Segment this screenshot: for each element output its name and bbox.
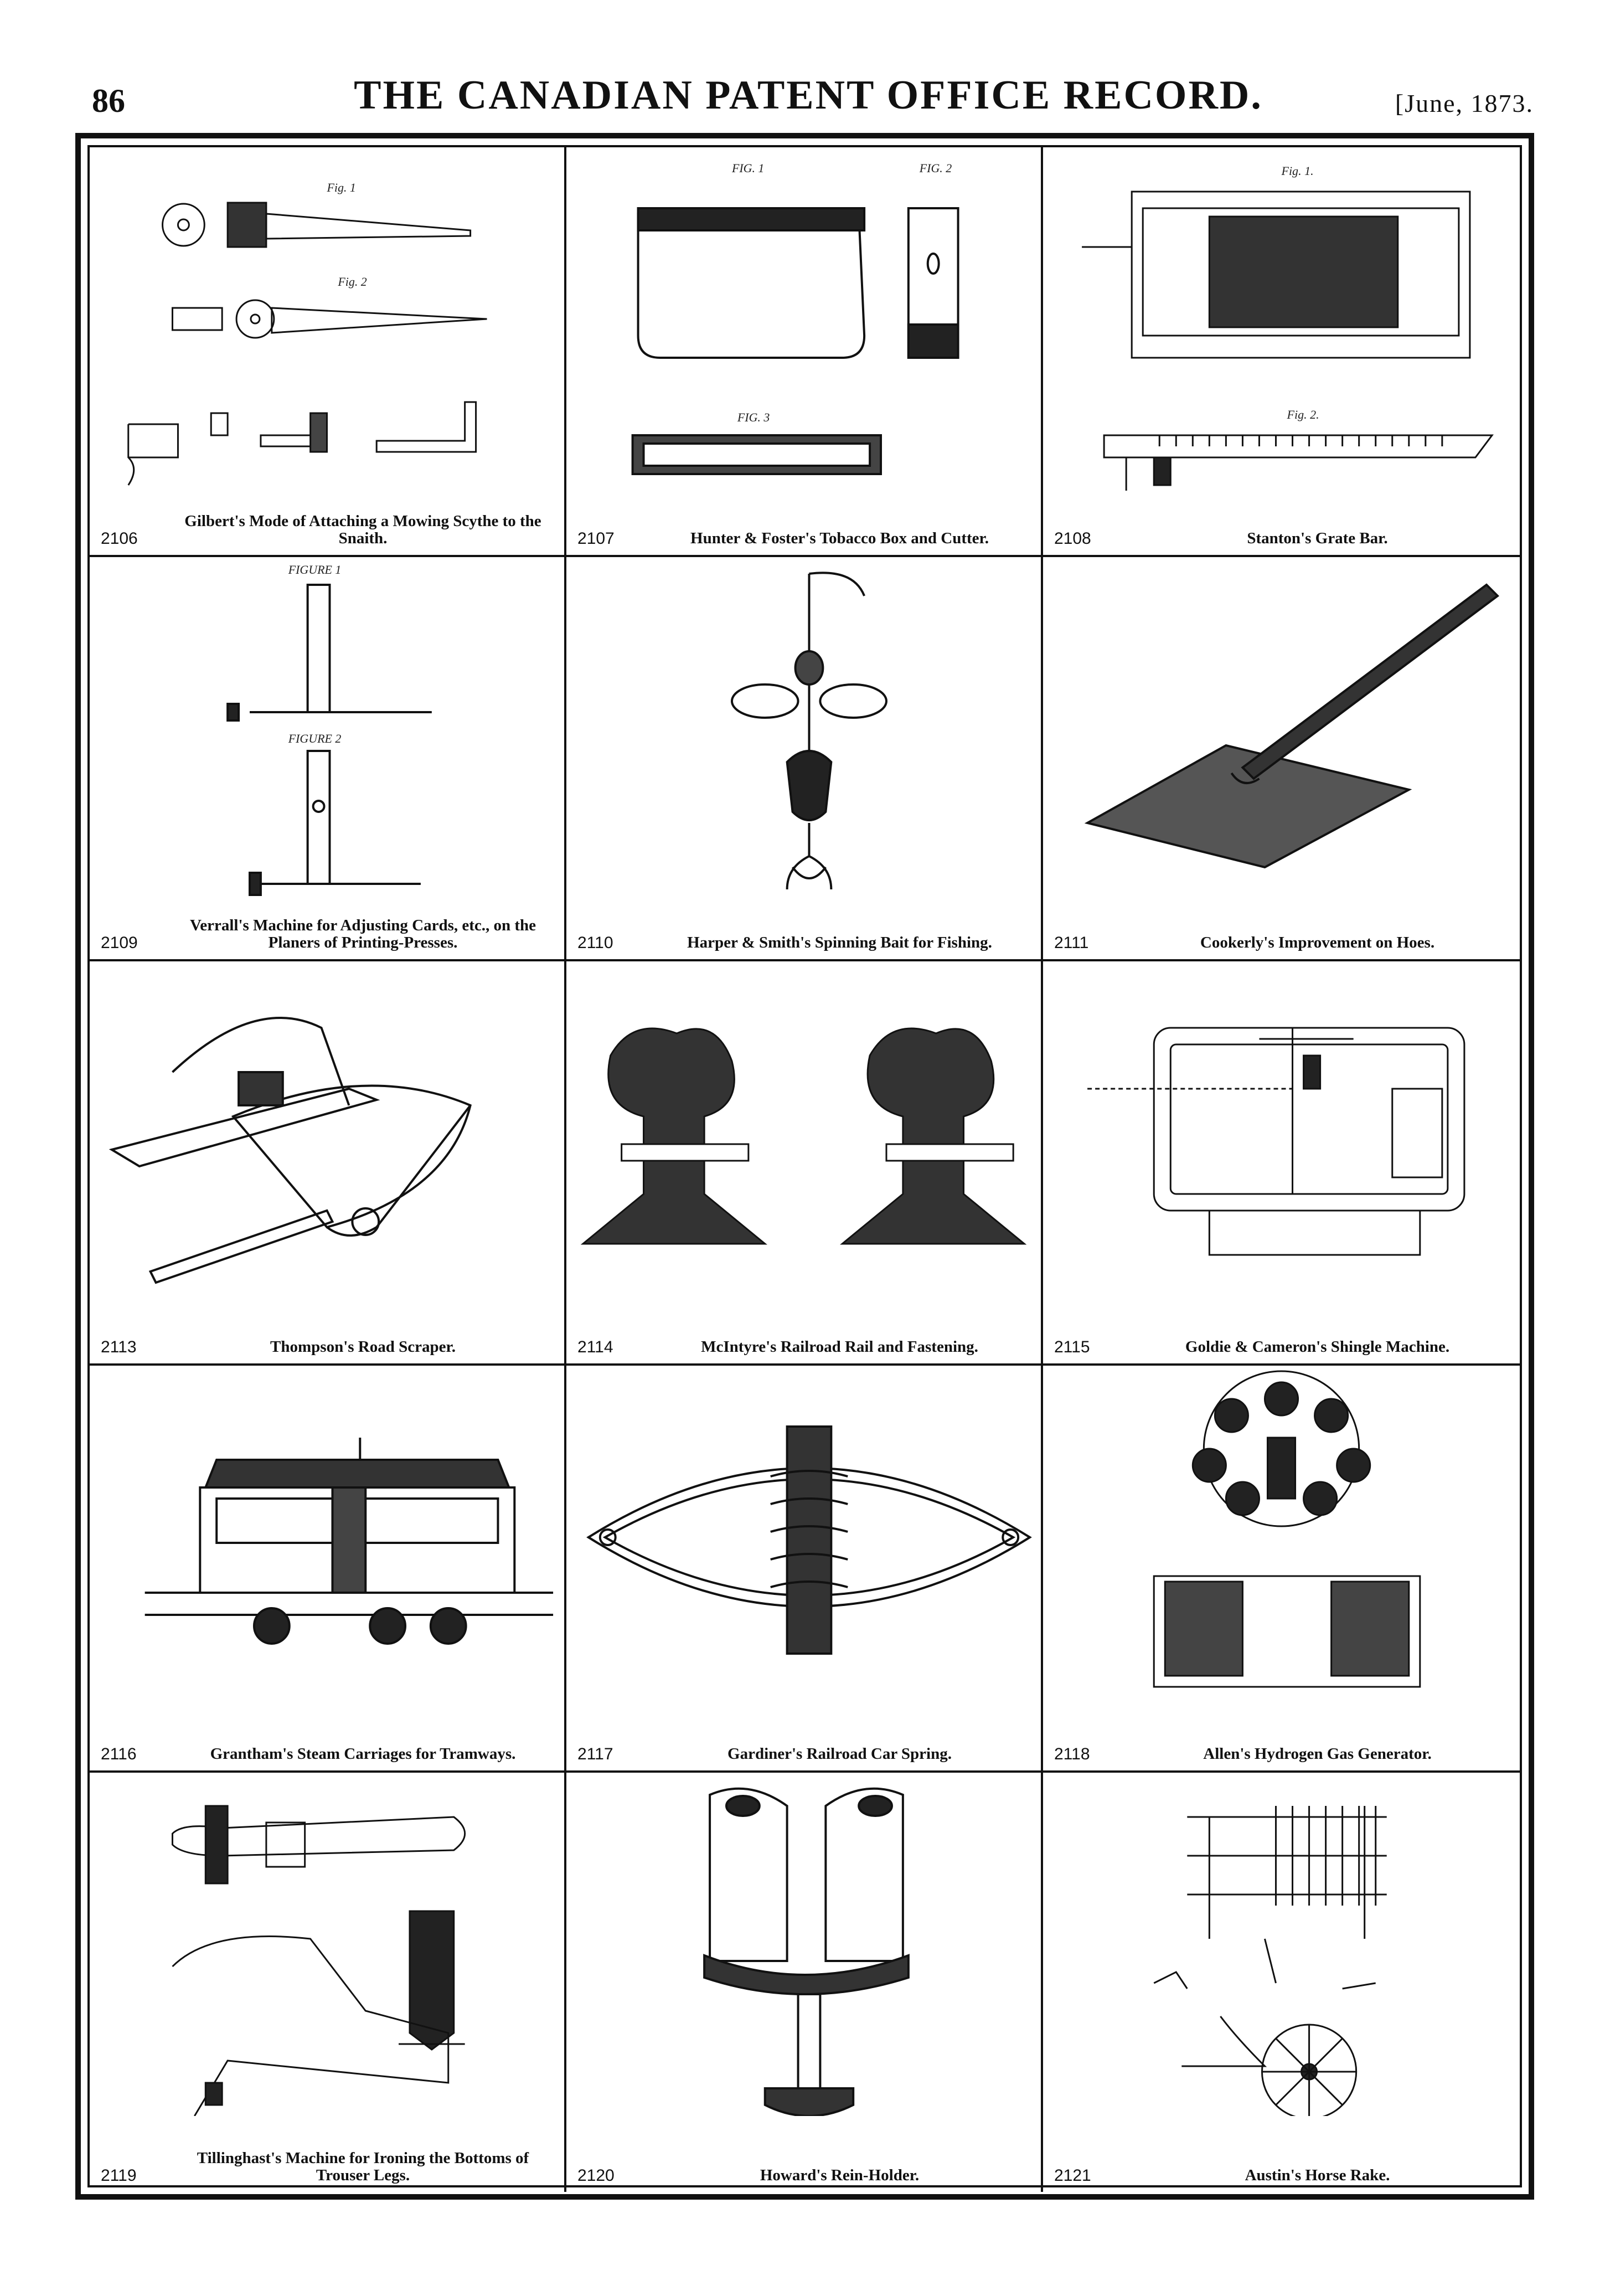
journal-title: THE CANADIAN PATENT OFFICE RECORD. — [354, 73, 1263, 118]
fig-label: Fig. 1. — [1281, 164, 1313, 178]
patent-cell-2120: 2120 Howard's Rein-Holder. — [566, 1773, 1043, 2192]
patent-number: 2114 — [577, 1338, 613, 1356]
patent-number: 2113 — [101, 1338, 137, 1356]
steam-carriage-drawing — [90, 1366, 564, 1709]
fig-label: FIG. 2 — [919, 161, 952, 175]
patent-title: Grantham's Steam Carriages for Tramways. — [210, 1745, 516, 1763]
grate-bar-drawing: Fig. 1. Fig. 2. — [1043, 147, 1520, 491]
plate-frame: Fig. 1 Fig. 2 2106 Gilbert's Mode of Att… — [75, 133, 1534, 2200]
patent-number: 2115 — [1054, 1338, 1090, 1356]
patent-number: 2119 — [101, 2166, 137, 2185]
patent-caption: 2110 Harper & Smith's Spinning Bait for … — [577, 903, 1030, 952]
patent-caption: 2113 Thompson's Road Scraper. — [101, 1307, 553, 1356]
patent-caption: 2118 Allen's Hydrogen Gas Generator. — [1054, 1714, 1509, 1763]
trouser-iron-drawing — [90, 1773, 564, 2117]
patent-number: 2108 — [1054, 529, 1091, 548]
horse-rake-drawing — [1043, 1773, 1520, 2120]
tobacco-box-drawing: FIG. 1 FIG. 2 FIG. 3 — [566, 147, 1041, 491]
patent-title: Howard's Rein-Holder. — [760, 2166, 920, 2184]
patent-title: Stanton's Grate Bar. — [1247, 529, 1388, 547]
card-planer-drawing: FIGURE 1 FIGURE 2 — [90, 557, 564, 900]
patent-title: Harper & Smith's Spinning Bait for Fishi… — [687, 934, 992, 951]
patent-title: Hunter & Foster's Tobacco Box and Cutter… — [690, 529, 989, 547]
gas-generator-drawing — [1043, 1366, 1520, 1709]
patent-cell-2117: 2117 Gardiner's Railroad Car Spring. — [566, 1366, 1043, 1773]
svg-text:Fig. 1: Fig. 1 — [327, 181, 356, 194]
patent-title: Verrall's Machine for Adjusting Cards, e… — [189, 917, 536, 951]
patent-cell-2106: Fig. 1 Fig. 2 2106 Gilbert's Mode of Att… — [90, 147, 566, 557]
fig-label: FIGURE 1 — [288, 563, 342, 576]
patent-cell-2114: 2114 McIntyre's Railroad Rail and Fasten… — [566, 961, 1043, 1366]
patent-title: Gilbert's Mode of Attaching a Mowing Scy… — [184, 512, 541, 547]
patent-title: Goldie & Cameron's Shingle Machine. — [1185, 1338, 1450, 1356]
patent-cell-2111: 2111 Cookerly's Improvement on Hoes. — [1043, 557, 1520, 961]
patent-number: 2110 — [577, 934, 613, 952]
patent-title: McIntyre's Railroad Rail and Fastening. — [701, 1338, 978, 1356]
patent-caption: 2108 Stanton's Grate Bar. — [1054, 498, 1509, 548]
patent-number: 2107 — [577, 529, 615, 548]
railroad-rail-drawing — [566, 961, 1041, 1305]
patent-cell-2119: 2119 Tillinghast's Machine for Ironing t… — [90, 1773, 566, 2192]
hoe-drawing — [1043, 557, 1520, 900]
rein-holder-drawing — [566, 1773, 1041, 2117]
patent-cell-2109: FIGURE 1 FIGURE 2 2109 Verrall's Machine… — [90, 557, 566, 961]
patent-cell-2118: 2118 Allen's Hydrogen Gas Generator. — [1043, 1366, 1520, 1773]
patent-caption: 2115 Goldie & Cameron's Shingle Machine. — [1054, 1307, 1509, 1356]
patent-cell-2107: FIG. 1 FIG. 2 FIG. 3 2107 Hunter & Foste… — [566, 147, 1043, 557]
patent-caption: 2107 Hunter & Foster's Tobacco Box and C… — [577, 498, 1030, 548]
patent-caption: 2117 Gardiner's Railroad Car Spring. — [577, 1714, 1030, 1763]
patent-title: Allen's Hydrogen Gas Generator. — [1203, 1745, 1432, 1763]
page-number: 86 — [92, 83, 125, 119]
patent-title: Tillinghast's Machine for Ironing the Bo… — [197, 2149, 529, 2184]
patent-caption: 2106 Gilbert's Mode of Attaching a Mowin… — [101, 498, 553, 548]
road-scraper-drawing — [90, 961, 564, 1305]
fig-label: FIGURE 2 — [288, 732, 342, 745]
patent-cell-2108: Fig. 1. Fig. 2. 2108 Stanton's Grate Bar… — [1043, 147, 1520, 557]
patent-number: 2111 — [1054, 934, 1089, 952]
patent-caption: 2120 Howard's Rein-Holder. — [577, 2135, 1030, 2185]
fig-label: FIG. 1 — [731, 161, 764, 175]
shingle-machine-drawing — [1043, 961, 1520, 1305]
patent-caption: 2121 Austin's Horse Rake. — [1054, 2135, 1509, 2185]
patent-title: Gardiner's Railroad Car Spring. — [727, 1745, 952, 1763]
car-spring-drawing — [566, 1366, 1041, 1709]
patent-number: 2106 — [101, 529, 138, 548]
patent-caption: 2119 Tillinghast's Machine for Ironing t… — [101, 2135, 553, 2185]
page-header: 86 THE CANADIAN PATENT OFFICE RECORD. [J… — [83, 72, 1534, 133]
patent-number: 2116 — [101, 1745, 137, 1763]
patent-caption: 2111 Cookerly's Improvement on Hoes. — [1054, 903, 1509, 952]
patent-number: 2109 — [101, 934, 138, 952]
spinning-bait-drawing — [566, 557, 1041, 900]
patent-cell-2113: 2113 Thompson's Road Scraper. — [90, 961, 566, 1366]
patent-caption: 2116 Grantham's Steam Carriages for Tram… — [101, 1714, 553, 1763]
patent-caption: 2109 Verrall's Machine for Adjusting Car… — [101, 903, 553, 952]
patent-grid: Fig. 1 Fig. 2 2106 Gilbert's Mode of Att… — [90, 147, 1520, 2192]
patent-number: 2117 — [577, 1745, 613, 1763]
patent-cell-2121: 2121 Austin's Horse Rake. — [1043, 1773, 1520, 2192]
patent-cell-2115: 2115 Goldie & Cameron's Shingle Machine. — [1043, 961, 1520, 1366]
patent-title: Thompson's Road Scraper. — [270, 1338, 456, 1356]
patent-number: 2118 — [1054, 1745, 1090, 1763]
scythe-drawing: Fig. 1 Fig. 2 — [90, 147, 564, 491]
patent-cell-2116: 2116 Grantham's Steam Carriages for Tram… — [90, 1366, 566, 1773]
patent-number: 2120 — [577, 2166, 615, 2185]
issue-date: [June, 1873. — [1395, 89, 1534, 117]
plate-frame-inner: Fig. 1 Fig. 2 2106 Gilbert's Mode of Att… — [87, 145, 1522, 2192]
fig-label: Fig. 2. — [1287, 408, 1319, 421]
patent-title: Austin's Horse Rake. — [1245, 2166, 1390, 2184]
patent-caption: 2114 McIntyre's Railroad Rail and Fasten… — [577, 1307, 1030, 1356]
patent-cell-2110: 2110 Harper & Smith's Spinning Bait for … — [566, 557, 1043, 961]
patent-number: 2121 — [1054, 2166, 1091, 2185]
svg-text:Fig. 2: Fig. 2 — [337, 275, 367, 289]
fig-label: FIG. 3 — [737, 410, 770, 424]
patent-title: Cookerly's Improvement on Hoes. — [1200, 934, 1435, 951]
